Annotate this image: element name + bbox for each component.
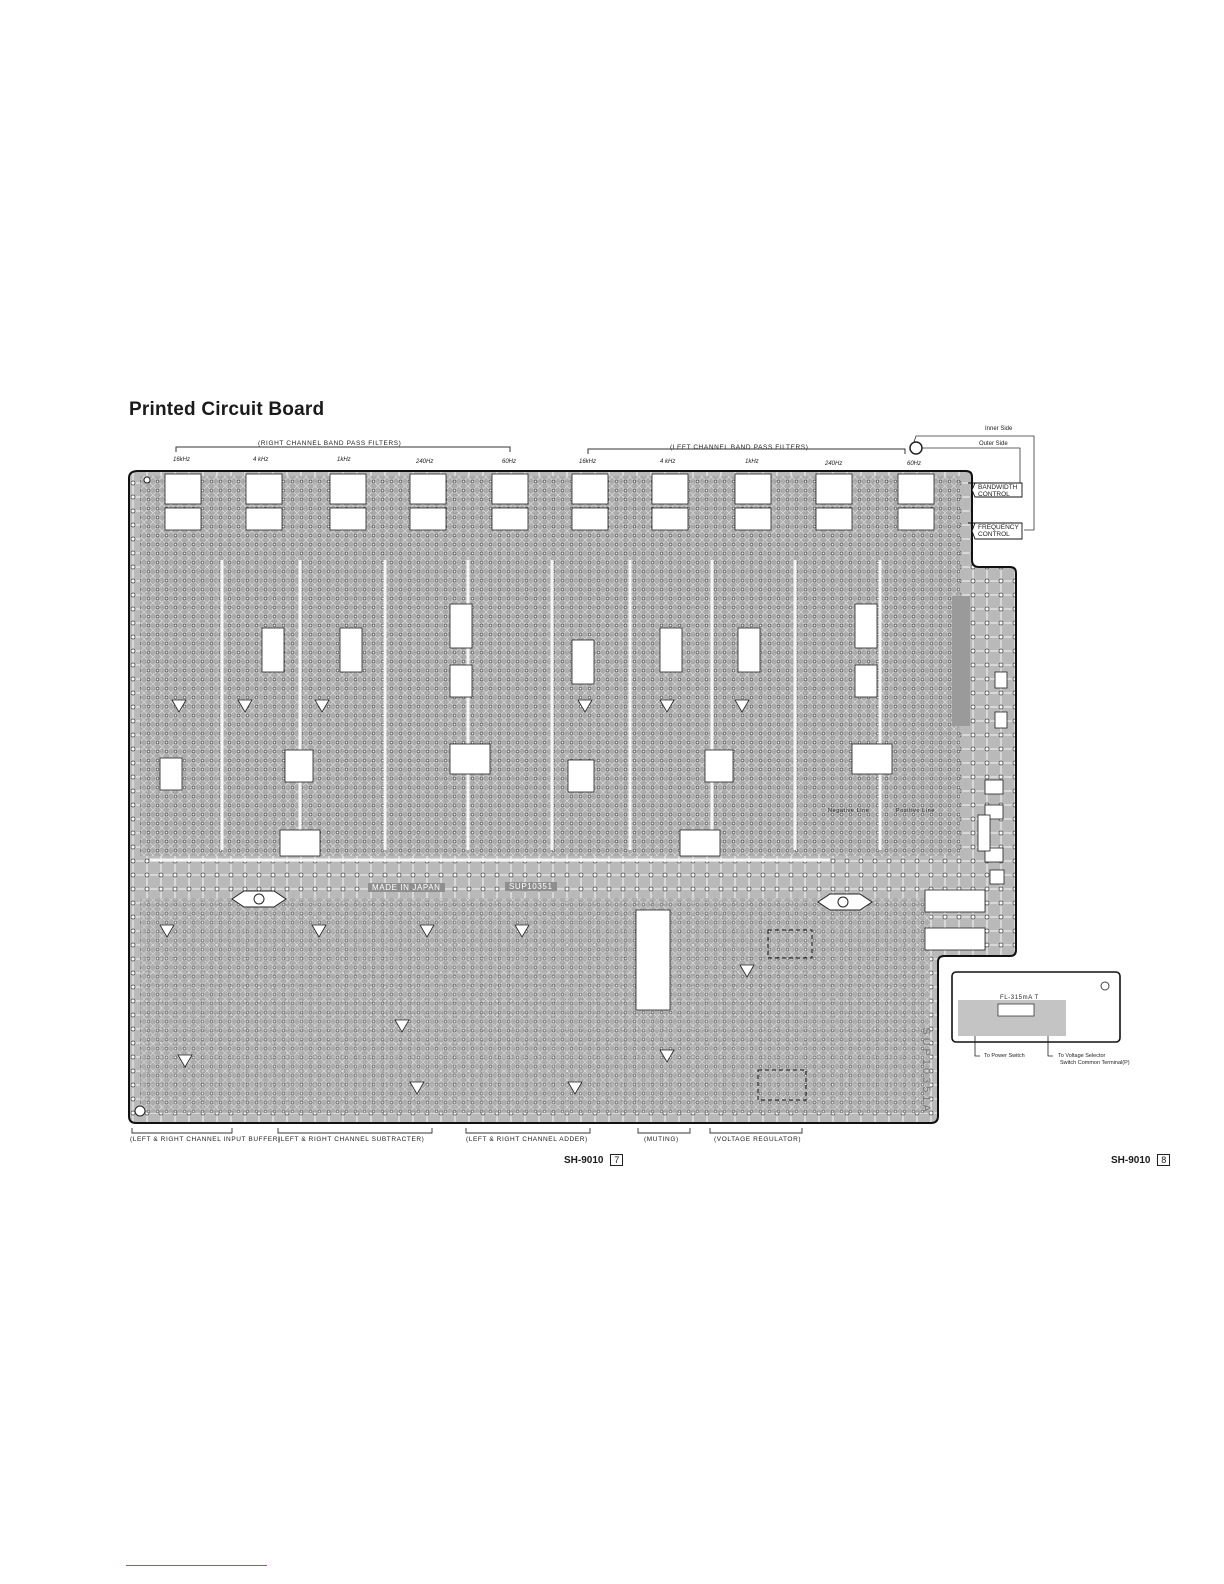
freq-label-r2: 4 kHz — [253, 457, 269, 463]
freq-label-r1: 16kHz — [173, 457, 191, 463]
freq-label-l3: 1kHz — [745, 459, 759, 465]
right-channel-filters-label: (RIGHT CHANNEL BAND PASS FILTERS) — [258, 440, 402, 447]
freq-label-l2: 4 kHz — [660, 459, 676, 465]
footer-left-model: SH-9010 — [564, 1155, 604, 1166]
footer-right: SH-9010 8 — [1111, 1154, 1171, 1166]
frequency-control-label: FREQUENCY CONTROL — [978, 524, 1019, 538]
link-underline — [126, 1565, 267, 1566]
outer-side-label: Outer Side — [979, 441, 1008, 447]
left-channel-filters-label: (LEFT CHANNEL BAND PASS FILTERS) — [670, 444, 809, 451]
to-voltage-selector-label: To Voltage Selector — [1058, 1053, 1106, 1059]
to-voltage-selector-label-2: Switch Common Terminal(P) — [1060, 1060, 1130, 1066]
freq-label-l1: 16kHz — [579, 459, 597, 465]
made-in-japan-mark: MADE IN JAPAN — [368, 883, 445, 892]
section-subtracter: (LEFT & RIGHT CHANNEL SUBTRACTER) — [278, 1136, 425, 1143]
footer-right-model: SH-9010 — [1111, 1155, 1151, 1166]
inner-side-label: Inner Side — [985, 426, 1013, 432]
footer-left-page: 7 — [610, 1154, 624, 1166]
board-id-vertical: SUP10351A — [919, 1027, 932, 1115]
to-power-switch-label: To Power Switch — [984, 1053, 1025, 1059]
freq-label-r5: 60Hz — [502, 459, 517, 465]
freq-label-l4: 240Hz — [825, 461, 843, 467]
page-title: Printed Circuit Board — [129, 399, 325, 420]
section-adder: (LEFT & RIGHT CHANNEL ADDER) — [466, 1136, 588, 1143]
negative-line-label: Negative Line — [828, 808, 870, 814]
freq-label-r3: 1kHz — [337, 457, 351, 463]
positive-line-label: Positive Line — [896, 808, 935, 814]
section-voltage-regulator: (VOLTAGE REGULATOR) — [714, 1136, 802, 1143]
sub-board-fuse-label: FL-315mA T — [1000, 995, 1039, 1001]
bandwidth-control-label: BANDWIDTH CONTROL — [978, 484, 1018, 498]
footer-left: SH-9010 7 — [564, 1154, 624, 1166]
section-input-buffer: (LEFT & RIGHT CHANNEL INPUT BUFFER) — [130, 1136, 281, 1143]
footer-right-page: 8 — [1157, 1154, 1171, 1166]
freq-label-r4: 240Hz — [416, 459, 434, 465]
section-muting: (MUTING) — [644, 1136, 679, 1143]
board-id-mark: SUP10351 — [505, 882, 557, 891]
freq-label-l5: 60Hz — [907, 461, 922, 467]
